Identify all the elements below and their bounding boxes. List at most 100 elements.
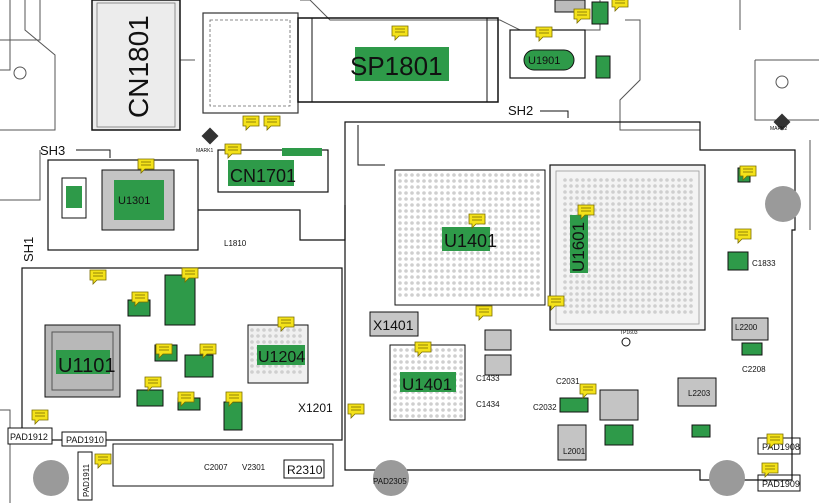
bga-ball	[435, 408, 439, 412]
note-icon[interactable]	[181, 267, 199, 283]
bga-ball	[605, 292, 609, 296]
bga-ball	[653, 304, 657, 308]
bga-ball	[665, 220, 669, 224]
bga-ball	[530, 245, 534, 249]
bga-ball	[587, 256, 591, 260]
note-icon[interactable]	[177, 391, 195, 407]
note-icon[interactable]	[89, 269, 107, 285]
note-icon[interactable]	[137, 158, 155, 174]
bga-ball	[506, 179, 510, 183]
bga-ball	[506, 227, 510, 231]
bga-ball	[422, 209, 426, 213]
bga-ball	[665, 208, 669, 212]
bga-ball	[416, 257, 420, 261]
bga-ball	[452, 251, 456, 255]
bga-ball	[428, 257, 432, 261]
note-icon[interactable]	[577, 204, 595, 220]
bga-ball	[683, 286, 687, 290]
bga-ball	[635, 208, 639, 212]
bga-ball	[671, 178, 675, 182]
bga-ball	[647, 304, 651, 308]
note-icon[interactable]	[579, 383, 597, 399]
note-icon[interactable]	[131, 291, 149, 307]
bga-ball	[411, 414, 415, 418]
bga-ball	[459, 402, 463, 406]
note-icon[interactable]	[573, 8, 591, 24]
bga-ball	[417, 396, 421, 400]
note-icon[interactable]	[391, 25, 409, 41]
note-icon[interactable]	[347, 403, 365, 419]
note-icon[interactable]	[739, 165, 757, 181]
note-icon[interactable]	[31, 409, 49, 425]
bga-ball	[677, 250, 681, 254]
bga-ball	[635, 214, 639, 218]
note-icon[interactable]	[535, 26, 553, 42]
bga-ball	[422, 245, 426, 249]
bga-ball	[416, 233, 420, 237]
bga-ball	[530, 191, 534, 195]
note-icon[interactable]	[224, 143, 242, 159]
note-icon[interactable]	[611, 0, 629, 12]
note-icon[interactable]	[734, 228, 752, 244]
bga-ball	[575, 190, 579, 194]
bga-ball	[524, 197, 528, 201]
svg-text:V2301: V2301	[242, 463, 266, 472]
tp1603-icon	[621, 337, 631, 347]
note-icon[interactable]	[242, 115, 260, 131]
bga-ball	[653, 292, 657, 296]
bga-ball	[518, 185, 522, 189]
bga-ball	[683, 184, 687, 188]
bga-ball	[398, 215, 402, 219]
bga-ball	[611, 268, 615, 272]
bga-ball	[605, 214, 609, 218]
bga-ball	[441, 414, 445, 418]
note-icon[interactable]	[94, 453, 112, 469]
note-icon[interactable]	[144, 376, 162, 392]
bga-ball	[593, 250, 597, 254]
bga-ball	[459, 372, 463, 376]
note-icon[interactable]	[547, 295, 565, 311]
bga-ball	[470, 173, 474, 177]
note-icon[interactable]	[761, 462, 779, 478]
note-icon[interactable]	[199, 343, 217, 359]
bga-ball	[417, 408, 421, 412]
bga-ball	[423, 396, 427, 400]
note-icon[interactable]	[475, 305, 493, 321]
bga-ball	[665, 238, 669, 242]
bga-ball	[524, 281, 528, 285]
bga-ball	[434, 269, 438, 273]
bga-ball	[416, 263, 420, 267]
bga-ball	[569, 292, 573, 296]
bga-ball	[623, 226, 627, 230]
note-icon[interactable]	[766, 433, 784, 449]
bga-ball	[256, 328, 260, 332]
bga-ball	[683, 298, 687, 302]
bga-ball	[536, 269, 540, 273]
bga-ball	[488, 293, 492, 297]
note-icon[interactable]	[225, 391, 243, 407]
bga-ball	[262, 328, 266, 332]
bga-ball	[393, 384, 397, 388]
bga-ball	[470, 191, 474, 195]
bga-ball	[659, 232, 663, 236]
bga-ball	[429, 414, 433, 418]
bga-ball	[476, 179, 480, 183]
bga-ball	[617, 178, 621, 182]
bga-ball	[569, 274, 573, 278]
note-icon[interactable]	[263, 115, 281, 131]
bga-ball	[459, 354, 463, 358]
bga-ball	[605, 178, 609, 182]
bga-ball	[262, 334, 266, 338]
bga-ball	[587, 226, 591, 230]
bga-ball	[262, 364, 266, 368]
bga-ball	[536, 263, 540, 267]
note-icon[interactable]	[277, 316, 295, 332]
note-icon[interactable]	[414, 341, 432, 357]
note-icon[interactable]	[468, 213, 486, 229]
note-icon[interactable]	[155, 343, 173, 359]
bga-ball	[399, 402, 403, 406]
bga-ball	[410, 245, 414, 249]
bga-ball	[404, 257, 408, 261]
r2310-box	[283, 459, 325, 479]
note-icons	[31, 0, 784, 478]
